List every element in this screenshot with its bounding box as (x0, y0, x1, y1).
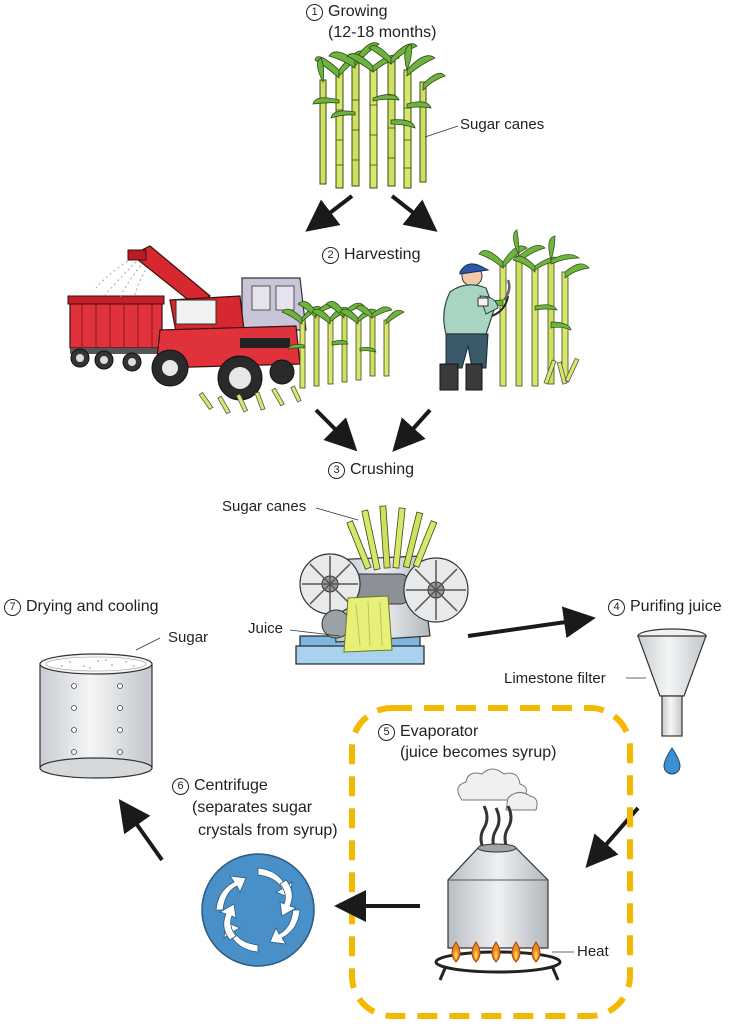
sugar-mill-illustration (289, 505, 469, 665)
step-1-number: 1 (306, 4, 323, 21)
step-6-number: 6 (172, 778, 189, 795)
step-2-title: 2 Harvesting (322, 245, 420, 264)
callout-sugar: Sugar (168, 629, 209, 646)
step-2-label: Harvesting (344, 246, 421, 263)
step-5-label: Evaporator (400, 723, 479, 740)
centrifuge-illustration (201, 853, 315, 967)
evaporator-illustration (434, 768, 574, 981)
limestone-filter-illustration (626, 628, 707, 775)
step-1-title: 1 Growing (306, 2, 388, 21)
callout-sugar-canes-field: Sugar canes (460, 116, 545, 133)
step-1-label: Growing (328, 3, 388, 20)
step-3-label: Crushing (350, 461, 415, 478)
harvester-tractor-illustration (67, 245, 405, 415)
step-7-label: Drying and cooling (26, 598, 159, 615)
step-3-title: 3 Crushing (328, 460, 414, 479)
step-1-subtitle: (12-18 months) (328, 24, 437, 41)
callout-heat: Heat (577, 943, 609, 960)
step-6-subtitle-line1: (separates sugar (192, 799, 313, 816)
arrow-machine-to-crushing (314, 408, 358, 452)
callout-limestone-filter: Limestone filter (504, 670, 606, 687)
callout-juice: Juice (248, 620, 284, 637)
farmer-harvesting-illustration (439, 229, 590, 391)
step-5-subtitle: (juice becomes syrup) (400, 744, 557, 761)
step-4-number: 4 (608, 599, 625, 616)
step-6-subtitle-line2: crystals from syrup) (198, 822, 338, 839)
arrow-manual-to-crushing (392, 408, 432, 452)
callout-sugar-canes-mill: Sugar canes (222, 498, 307, 515)
step-4-title: 4 Purifing juice (608, 597, 722, 616)
step-2-number: 2 (322, 247, 339, 264)
arrow-growing-to-machine (305, 194, 354, 232)
step-7-title: 7 Drying and cooling (4, 597, 159, 616)
arrow-centrifuge-to-drying (118, 798, 164, 862)
sugar-cane-field-illustration (312, 42, 459, 189)
step-6-title: 6 Centrifuge (172, 776, 268, 795)
evaporator-highlight-box (349, 705, 633, 1019)
step-5-number: 5 (378, 724, 395, 741)
step-7-number: 7 (4, 599, 21, 616)
step-3-number: 3 (328, 462, 345, 479)
arrow-growing-to-manual (390, 194, 438, 232)
step-5-title: 5 Evaporator (378, 722, 478, 741)
arrow-crushing-to-purifying (467, 606, 596, 639)
sugar-drum-illustration (39, 637, 161, 779)
step-6-label: Centrifuge (194, 777, 268, 794)
step-4-label: Purifing juice (630, 598, 722, 615)
